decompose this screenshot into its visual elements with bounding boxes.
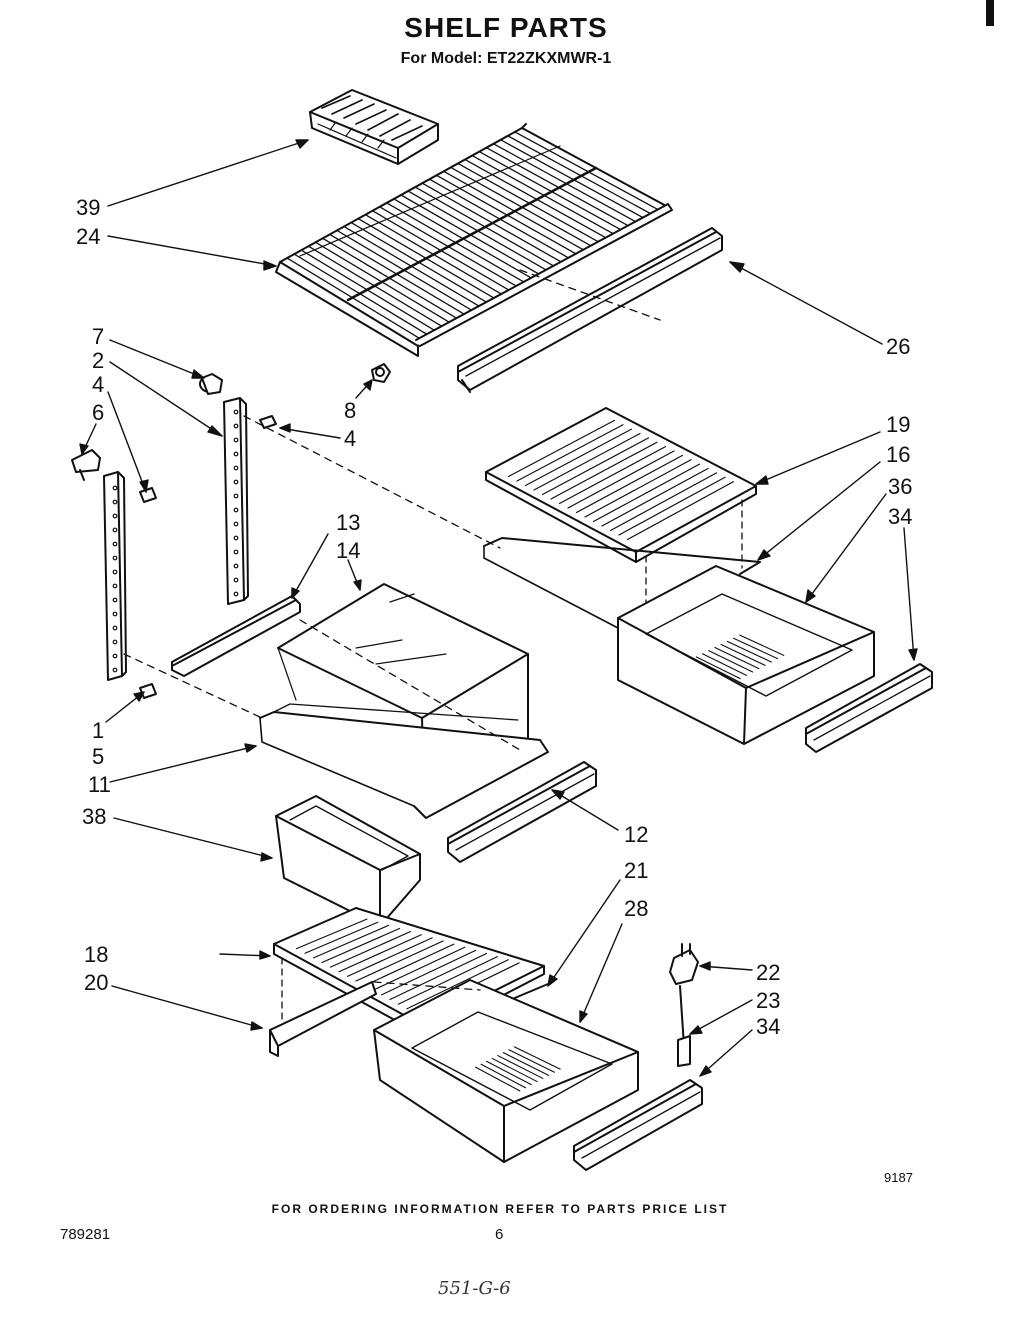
dairy-bin-part-38 <box>275 795 421 927</box>
callout-34-lower: 34 <box>756 1014 780 1039</box>
callout-20: 20 <box>84 970 108 995</box>
callout-23: 23 <box>756 988 780 1013</box>
callout-19: 19 <box>886 412 910 437</box>
assembly-dash-lines <box>123 269 661 991</box>
callout-5: 5 <box>92 744 104 769</box>
scan-edge-mark <box>986 0 994 26</box>
shelf-frame-part-11 <box>259 703 549 819</box>
ordering-note: FOR ORDERING INFORMATION REFER TO PARTS … <box>271 1202 729 1216</box>
callout-24: 24 <box>76 224 100 249</box>
drawer-trim-part-34-upper <box>805 663 933 753</box>
callout-13: 13 <box>336 510 360 535</box>
callout-34-upper: 34 <box>888 504 912 529</box>
callout-6: 6 <box>92 400 104 425</box>
callout-14: 14 <box>336 538 360 563</box>
handwritten-note: 551-G-6 <box>438 1278 511 1299</box>
shelf-frame-part-16 <box>483 499 761 629</box>
glass-shelf-part-19 <box>485 407 757 563</box>
wire-shelf-part-24 <box>275 123 673 357</box>
callout-39: 39 <box>76 195 100 220</box>
clip-part-8 <box>371 363 391 383</box>
document-number: 789281 <box>60 1226 111 1243</box>
callout-12: 12 <box>624 822 648 847</box>
shelf-ladder-part-1 <box>103 471 127 681</box>
callout-16: 16 <box>886 442 910 467</box>
callout-7: 7 <box>92 324 104 349</box>
callout-11: 11 <box>88 772 111 797</box>
callout-22: 22 <box>756 960 780 985</box>
callout-26: 26 <box>886 334 910 359</box>
date-code: 9187 <box>884 1170 913 1185</box>
leader-arrows <box>79 139 918 1077</box>
callout-2: 2 <box>92 348 104 373</box>
page-title: SHELF PARTS <box>404 12 608 43</box>
side-rail-part-20 <box>269 981 377 1057</box>
control-shaft-part-23 <box>677 985 691 1067</box>
model-subtitle: For Model: ET22ZKXMWR-1 <box>400 50 612 67</box>
callout-38: 38 <box>82 804 106 829</box>
callout-28: 28 <box>624 896 648 921</box>
control-knob-part-22 <box>669 943 699 985</box>
ice-tray-part-39 <box>309 89 439 165</box>
callout-36: 36 <box>888 474 912 499</box>
callout-4-left: 4 <box>92 372 104 397</box>
bracket-part-6 <box>71 449 101 481</box>
callout-labels: 39 24 26 7 2 4 6 8 4 19 16 36 34 13 14 1… <box>76 195 912 1039</box>
drawer-trim-part-34-lower <box>573 1079 703 1171</box>
shelf-trim-part-12 <box>447 761 597 863</box>
front-rail-part-13 <box>171 595 301 677</box>
screw-part-4-upper <box>259 415 277 429</box>
screw-part-4-left <box>139 487 157 503</box>
callout-21: 21 <box>624 858 648 883</box>
crisper-drawer-part-28 <box>373 979 639 1163</box>
page-number: 6 <box>495 1226 504 1243</box>
shelf-ladder-part-2 <box>223 397 249 605</box>
callout-8: 8 <box>344 398 356 423</box>
clip-part-7 <box>199 373 223 395</box>
crisper-drawer-part-36 <box>617 565 875 745</box>
callout-4-right: 4 <box>344 426 356 451</box>
callout-1: 1 <box>92 718 104 743</box>
shelf-trim-part-26 <box>457 227 723 393</box>
callout-18: 18 <box>84 942 108 967</box>
